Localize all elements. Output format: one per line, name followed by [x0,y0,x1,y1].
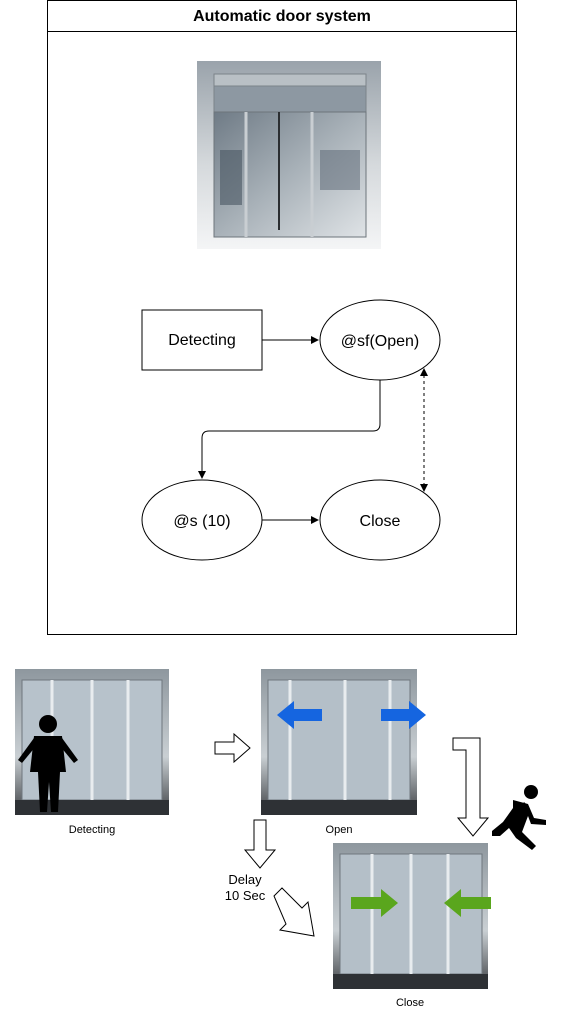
node-detecting-label: Detecting [168,332,236,349]
node-detecting: Detecting [141,309,263,371]
close-caption: Close [396,997,424,1009]
detecting-caption: Detecting [69,824,115,836]
node-timer: @s (10) [141,479,263,561]
node-close-label: Close [360,513,401,530]
hollow-arrow-down [243,819,277,869]
hollow-arrow-right [214,732,251,764]
running-person-icon [492,785,546,850]
node-open: @sf(Open) [319,299,441,381]
delay-label-line1: Delay [228,872,262,887]
standing-person-icon [18,715,78,812]
hollow-arrow-diagonal [273,887,315,937]
diagram-title: Automatic door system [48,1,516,32]
diagram-frame: Automatic door system [47,0,517,635]
detecting-panel [15,669,169,815]
node-close: Close [319,479,441,561]
open-left-arrow-icon [277,701,322,729]
edge-open-timer [198,380,381,479]
open-panel [261,669,426,815]
close-left-arrow-icon [351,889,398,917]
open-caption: Open [326,824,353,836]
close-panel [333,843,491,989]
open-right-arrow-icon [381,701,426,729]
hollow-arrow-bend-down [452,737,490,837]
close-right-arrow-icon [444,889,491,917]
door-photo [197,61,381,249]
delay-label-line2: 10 Sec [225,888,266,903]
node-open-label: @sf(Open) [341,333,419,350]
node-timer-label: @s (10) [173,513,230,530]
